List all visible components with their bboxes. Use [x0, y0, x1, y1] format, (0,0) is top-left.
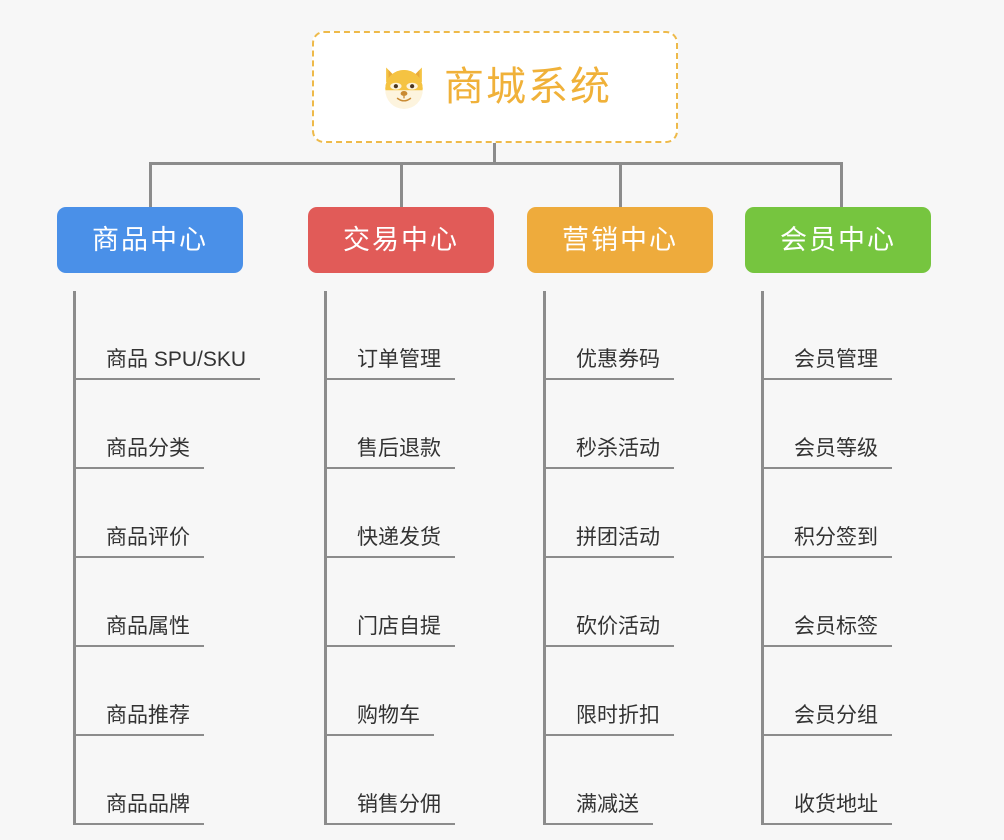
category-column-member: 会员中心 会员管理 会员等级 积分签到 会员标签 会员分组 收货地址: [745, 207, 931, 825]
connector-drop-2: [400, 162, 403, 208]
leaf-label: 会员分组: [764, 705, 892, 736]
list-item[interactable]: 售后退款: [327, 380, 494, 469]
leaf-label: 订单管理: [327, 349, 455, 380]
list-item[interactable]: 门店自提: [327, 558, 494, 647]
shiba-dog-face-icon: [385, 67, 423, 109]
leaf-label: 满减送: [546, 794, 653, 825]
leaf-label: 门店自提: [327, 616, 455, 647]
list-item[interactable]: 拼团活动: [546, 469, 713, 558]
category-header-marketing[interactable]: 营销中心: [527, 207, 713, 273]
leaf-label: 商品分类: [76, 438, 204, 469]
leaf-label: 商品属性: [76, 616, 204, 647]
list-item[interactable]: 商品 SPU/SKU: [76, 291, 261, 380]
leaf-label: 拼团活动: [546, 527, 674, 558]
list-item[interactable]: 积分签到: [764, 469, 931, 558]
category-header-label: 交易中心: [343, 224, 459, 255]
category-header-label: 会员中心: [780, 224, 896, 255]
leaf-list-marketing: 优惠券码 秒杀活动 拼团活动 砍价活动 限时折扣 满减送: [543, 291, 713, 825]
list-item[interactable]: 秒杀活动: [546, 380, 713, 469]
list-item[interactable]: 商品属性: [76, 558, 260, 647]
category-header-member[interactable]: 会员中心: [745, 207, 931, 273]
leaf-label: 销售分佣: [327, 794, 455, 825]
leaf-label: 限时折扣: [546, 705, 674, 736]
connector-root-stem: [493, 143, 496, 165]
leaf-label: 售后退款: [327, 438, 455, 469]
leaf-label: 商品推荐: [76, 705, 204, 736]
list-item[interactable]: 商品分类: [76, 380, 260, 469]
category-header-trade[interactable]: 交易中心: [308, 207, 494, 273]
list-item[interactable]: 购物车: [327, 647, 494, 736]
leaf-label: 砍价活动: [546, 616, 674, 647]
leaf-label: 商品品牌: [76, 794, 204, 825]
leaf-label: 会员等级: [764, 438, 892, 469]
list-item[interactable]: 会员管理: [764, 291, 931, 380]
list-item[interactable]: 商品评价: [76, 469, 260, 558]
category-column-marketing: 营销中心 优惠券码 秒杀活动 拼团活动 砍价活动 限时折扣 满减送: [527, 207, 713, 825]
root-node[interactable]: 商城系统: [312, 31, 678, 143]
leaf-list-trade: 订单管理 售后退款 快递发货 门店自提 购物车 销售分佣: [324, 291, 494, 825]
list-item[interactable]: 满减送: [546, 736, 713, 825]
list-item[interactable]: 会员标签: [764, 558, 931, 647]
leaf-label: 收货地址: [764, 794, 892, 825]
leaf-list-member: 会员管理 会员等级 积分签到 会员标签 会员分组 收货地址: [761, 291, 931, 825]
list-item[interactable]: 会员等级: [764, 380, 931, 469]
list-item[interactable]: 限时折扣: [546, 647, 713, 736]
leaf-label: 秒杀活动: [546, 438, 674, 469]
leaf-list-product: 商品 SPU/SKU 商品分类 商品评价 商品属性 商品推荐 商品品牌: [73, 291, 261, 825]
list-item[interactable]: 销售分佣: [327, 736, 494, 825]
leaf-label: 积分签到: [764, 527, 892, 558]
leaf-label: 优惠券码: [546, 349, 674, 380]
list-item[interactable]: 订单管理: [327, 291, 494, 380]
list-item[interactable]: 收货地址: [764, 736, 931, 825]
list-item[interactable]: 商品品牌: [76, 736, 260, 825]
category-header-label: 商品中心: [92, 224, 208, 255]
leaf-label: 商品评价: [76, 527, 204, 558]
list-item[interactable]: 快递发货: [327, 469, 494, 558]
leaf-label: 快递发货: [327, 527, 455, 558]
list-item[interactable]: 商品推荐: [76, 647, 260, 736]
root-title: 商城系统: [444, 65, 612, 109]
leaf-label: 会员管理: [764, 349, 892, 380]
connector-horizontal-bar: [149, 162, 843, 165]
leaf-label: 购物车: [327, 705, 434, 736]
category-column-trade: 交易中心 订单管理 售后退款 快递发货 门店自提 购物车 销售分佣: [308, 207, 494, 825]
category-column-product: 商品中心 商品 SPU/SKU 商品分类 商品评价 商品属性 商品推荐 商品品牌: [57, 207, 261, 825]
leaf-label: 会员标签: [764, 616, 892, 647]
category-header-product[interactable]: 商品中心: [57, 207, 243, 273]
connector-drop-3: [619, 162, 622, 208]
category-header-label: 营销中心: [562, 224, 678, 255]
leaf-label: 商品 SPU/SKU: [76, 349, 261, 380]
list-item[interactable]: 会员分组: [764, 647, 931, 736]
list-item[interactable]: 砍价活动: [546, 558, 713, 647]
connector-drop-4: [840, 162, 843, 208]
connector-drop-1: [149, 162, 152, 208]
list-item[interactable]: 优惠券码: [546, 291, 713, 380]
